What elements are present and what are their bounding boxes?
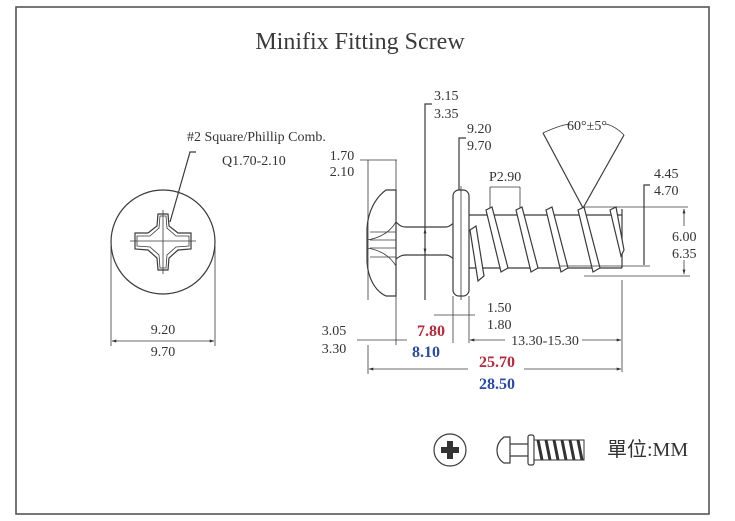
head-offset-max: 3.30: [322, 342, 347, 357]
thread-length: 13.30-15.30: [511, 334, 579, 349]
head-view: #2 Square/Phillip Comb. Q1.70-2.10 9.20 …: [110, 130, 326, 360]
head-diameter-max: 9.70: [151, 345, 176, 360]
drive-leader-line: [169, 151, 196, 223]
collar-thickness-max: 1.80: [487, 318, 512, 333]
side-view: 1.70 2.10 3.15 3.35 9.20 9.70 P2.90 60°±…: [322, 89, 697, 393]
thread-dia-min: 6.00: [672, 230, 697, 245]
phillips-head-icon: [433, 433, 467, 467]
head-height-min: 1.70: [330, 149, 355, 164]
drive-size-label: Q1.70-2.10: [222, 154, 286, 169]
total-length-min: 25.70: [479, 354, 515, 371]
collar-dia-max: 9.70: [467, 139, 492, 154]
drawing-title: Minifix Fitting Screw: [255, 29, 465, 55]
neck-dia-min: 3.15: [434, 89, 459, 104]
legend: 單位:MM: [433, 433, 688, 467]
head-diameter-min: 9.20: [151, 323, 176, 338]
head-height-max: 2.10: [330, 165, 355, 180]
core-dia-min: 4.45: [654, 167, 679, 182]
screw-side-icon: [496, 434, 585, 466]
head-outline: [110, 189, 216, 295]
collar-thickness-min: 1.50: [487, 301, 512, 316]
screw-head: [366, 189, 397, 297]
head-offset-min: 3.05: [322, 324, 347, 339]
thread-flights: [469, 206, 625, 283]
thread-dia-max: 6.35: [672, 247, 697, 262]
total-length-max: 28.50: [479, 376, 515, 393]
thread-pitch: P2.90: [489, 170, 521, 185]
drive-type-label: #2 Square/Phillip Comb.: [187, 130, 326, 145]
neck-length-min: 7.80: [417, 323, 445, 340]
neck-dia-max: 3.35: [434, 107, 459, 122]
drawing-border: [15, 6, 710, 515]
collar-dia-min: 9.20: [467, 122, 492, 137]
thread-angle: 60°±5°: [567, 119, 607, 134]
core-dia-max: 4.70: [654, 184, 679, 199]
drive-recess-icon: [130, 210, 196, 274]
neck-length-max: 8.10: [412, 344, 440, 361]
unit-label: 單位:MM: [607, 438, 688, 461]
